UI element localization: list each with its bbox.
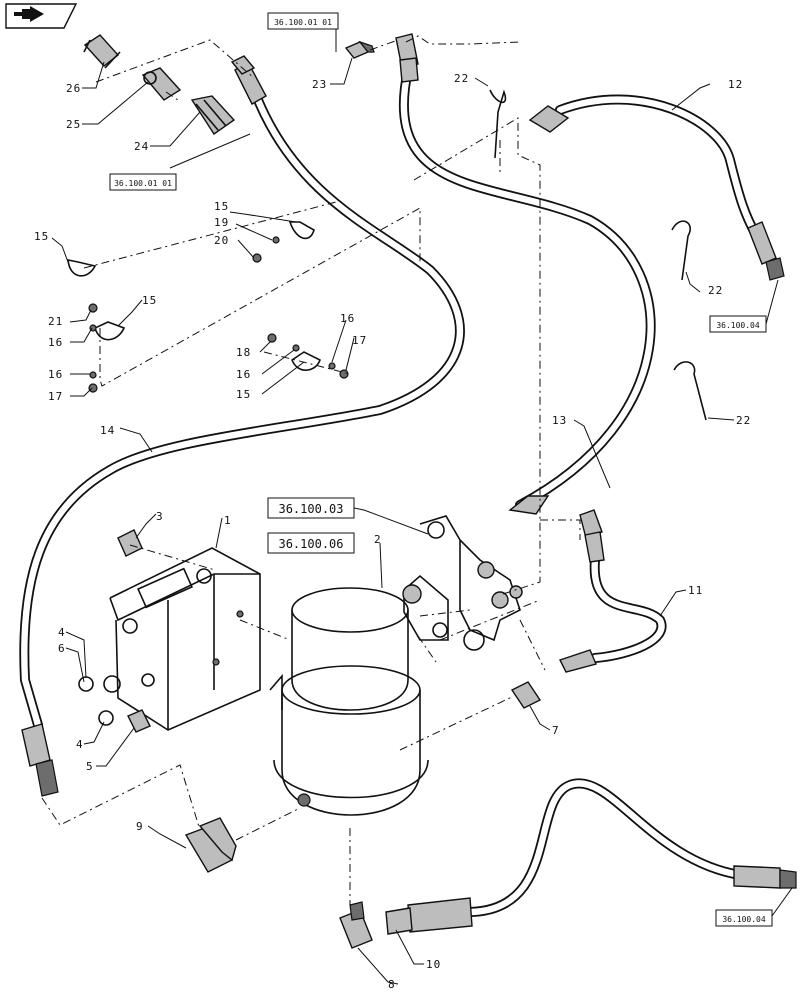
label-14: 14 [100, 424, 115, 437]
clamps-and-screws [67, 89, 707, 421]
label-8: 8 [388, 978, 396, 991]
ref-box-right-top-leader [765, 279, 779, 325]
label-5: 5 [86, 760, 94, 773]
hose-14-end-fittings [21, 723, 59, 797]
label-17-left: 17 [48, 390, 63, 403]
label-15-left: 15 [34, 230, 49, 243]
next-page-button[interactable] [5, 3, 78, 29]
label-25: 25 [66, 118, 81, 131]
elbow-9 [184, 817, 237, 873]
ref-box-block[interactable]: 36.100.03 [267, 497, 355, 519]
label-15-mid: 15 [142, 294, 157, 307]
label-23: 23 [312, 78, 327, 91]
label-1: 1 [224, 514, 232, 527]
label-6: 6 [58, 642, 66, 655]
label-4-top: 4 [58, 626, 66, 639]
fitting-23 [344, 40, 375, 59]
ref-box-left[interactable]: 36.100.01 01 [109, 173, 177, 191]
ref-box-bottom[interactable]: 36.100.04 [715, 909, 773, 927]
hose-13 [398, 65, 656, 510]
ref-box-filter[interactable]: 36.100.06 [267, 532, 355, 554]
label-22-lower: 22 [736, 414, 751, 427]
ref-box-bottom-leader [771, 887, 793, 917]
label-20: 20 [214, 234, 229, 247]
ref-box-left-text: 36.100.01 01 [114, 179, 172, 188]
bracket-1 [109, 547, 261, 731]
hose-10-end-fittings [385, 865, 797, 935]
next-page-arrow-icon [14, 6, 44, 22]
ref-box-filter-text: 36.100.06 [278, 537, 343, 551]
label-19: 19 [214, 216, 229, 229]
ref-box-top-text: 36.100.01 01 [274, 18, 332, 27]
label-4-bottom: 4 [76, 738, 84, 751]
label-26: 26 [66, 82, 81, 95]
label-16-center: 16 [236, 368, 251, 381]
label-10: 10 [426, 958, 441, 971]
hose-10 [465, 778, 745, 917]
ref-box-bottom-text: 36.100.04 [722, 915, 766, 924]
label-15-top: 15 [214, 200, 229, 213]
label-16-left-a: 16 [48, 336, 63, 349]
label-13: 13 [552, 414, 567, 427]
label-11: 11 [688, 584, 703, 597]
label-7: 7 [552, 724, 560, 737]
label-17-right: 17 [352, 334, 367, 347]
label-22-right: 22 [708, 284, 723, 297]
label-2: 2 [374, 533, 382, 546]
hose-11-end-fittings [559, 509, 605, 673]
label-24: 24 [134, 140, 149, 153]
label-16-left-b: 16 [48, 368, 63, 381]
filter-2 [269, 587, 429, 816]
fitting-26 [83, 34, 121, 69]
label-22-top: 22 [454, 72, 469, 85]
hose-11 [589, 555, 667, 663]
elbow-top-left [230, 55, 267, 105]
label-16-right: 16 [340, 312, 355, 325]
leader-lines [51, 57, 735, 985]
elbow-top-center [395, 33, 419, 83]
valve-block [402, 515, 523, 651]
ref-box-right-top[interactable]: 36.100.04 [709, 315, 767, 333]
ref-box-block-text: 36.100.03 [278, 502, 343, 516]
fitting-7 [510, 681, 542, 709]
hose-14 [19, 95, 465, 730]
label-21: 21 [48, 315, 63, 328]
label-15-center: 15 [236, 388, 251, 401]
assembly-lines [41, 35, 581, 905]
ref-box-top[interactable]: 36.100.01 01 [267, 12, 339, 30]
ref-box-right-top-text: 36.100.04 [716, 321, 760, 330]
fitting-24 [190, 95, 236, 135]
item-numbers: 26 25 24 23 22 12 15 19 20 15 21 16 15 1… [34, 72, 751, 991]
label-3: 3 [156, 510, 164, 523]
hose-12-end-fittings [528, 105, 785, 281]
fitting-25 [141, 67, 182, 101]
label-9: 9 [136, 820, 144, 833]
hose-13-end-fittings [508, 495, 550, 515]
elbow-8 [339, 901, 373, 949]
bracket-hardware [78, 529, 151, 733]
hose-12 [555, 94, 761, 240]
label-18: 18 [236, 346, 251, 359]
label-12: 12 [728, 78, 743, 91]
